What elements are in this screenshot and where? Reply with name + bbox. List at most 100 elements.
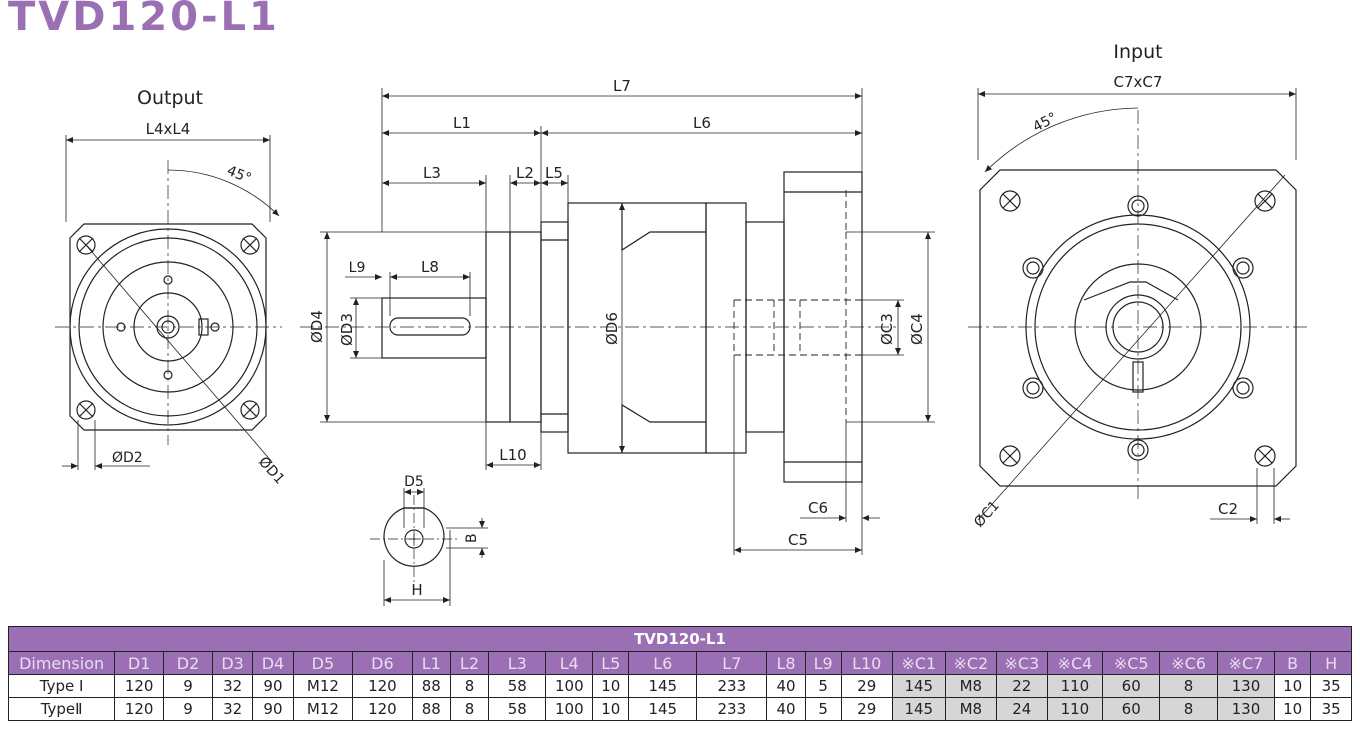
table-cell: 120: [352, 697, 413, 721]
dim-l10-label: L10: [499, 446, 526, 464]
table-cell: 22: [995, 674, 1048, 698]
column-header: L3: [488, 651, 547, 675]
dim-d5-label: D5: [404, 474, 424, 490]
dim-d2-label: ØD2: [112, 450, 143, 466]
column-header: L8: [766, 651, 806, 675]
column-header: ※C5: [1102, 651, 1161, 675]
dim-c5-label: C5: [788, 531, 808, 549]
table-cell: 110: [1046, 674, 1104, 698]
table-cell: 233: [696, 697, 768, 721]
table-cell: 10: [1274, 697, 1312, 721]
output-corner-holes: [76, 235, 260, 420]
dim-l2-label: L2: [516, 164, 534, 182]
table-cell: 9: [163, 674, 213, 698]
dim-c7xc7-label: C7xC7: [1114, 73, 1163, 91]
table-cell: 90: [252, 674, 294, 698]
dim-d6-label: ØD6: [603, 312, 621, 345]
table-cell: 90: [252, 697, 294, 721]
table-cell: 88: [411, 697, 451, 721]
table-cell: 29: [840, 697, 893, 721]
table-cell: 120: [114, 697, 165, 721]
row-label: Type I: [7, 674, 116, 698]
dim-l7-label: L7: [613, 77, 631, 95]
row-label: TypeⅡ: [7, 697, 116, 721]
dim-h-label: H: [411, 581, 422, 599]
table-cell: 32: [211, 697, 254, 721]
table-cell: M8: [944, 697, 997, 721]
table-cell: 8: [1159, 674, 1218, 698]
dim-d4-label: ØD4: [308, 310, 326, 343]
dim-c1-label: ØC1: [971, 498, 1003, 531]
table-cell: 88: [411, 674, 451, 698]
table-cell: 100: [545, 697, 594, 721]
table-cell: 120: [114, 674, 165, 698]
table-cell: 35: [1310, 697, 1352, 721]
table-cell: 32: [211, 674, 254, 698]
dim-l9-label: L9: [349, 260, 366, 276]
table-cell: M12: [292, 674, 354, 698]
table-model-title: TVD120-L1: [8, 626, 1352, 652]
input-corner-holes: [999, 190, 1276, 467]
table-cell: 58: [488, 697, 547, 721]
table-cell: 110: [1046, 697, 1104, 721]
column-header: L6: [628, 651, 698, 675]
column-header: L2: [449, 651, 490, 675]
dim-l1-label: L1: [453, 114, 471, 132]
table-cell: 120: [352, 674, 413, 698]
table-cell: 10: [1274, 674, 1312, 698]
table-cell: 29: [840, 674, 893, 698]
table-cell: 145: [891, 674, 946, 698]
column-header: ※C1: [891, 651, 946, 675]
column-header: B: [1274, 651, 1312, 675]
table-cell: 145: [628, 697, 698, 721]
column-header: ※C2: [944, 651, 997, 675]
table-cell: 40: [766, 674, 806, 698]
technical-drawing: Output L4xL4 45° ØD1: [55, 41, 1308, 606]
table-cell: 145: [628, 674, 698, 698]
dim-c2-label: C2: [1218, 500, 1238, 518]
column-header: ※C3: [995, 651, 1048, 675]
table-cell: 8: [449, 697, 490, 721]
table-cell: 233: [696, 674, 768, 698]
column-header: L7: [696, 651, 768, 675]
table-cell: 60: [1102, 697, 1161, 721]
table-cell: 5: [804, 697, 842, 721]
table-cell: 60: [1102, 674, 1161, 698]
table-cell: M12: [292, 697, 354, 721]
table-cell: 24: [995, 697, 1048, 721]
dim-d3-label: ØD3: [338, 313, 356, 346]
side-view: L7 L1 L6 L3 L2 L5: [300, 77, 935, 555]
table-cell: 5: [804, 674, 842, 698]
dim-c6-label: C6: [808, 499, 828, 517]
column-header: D3: [211, 651, 254, 675]
column-header: D4: [252, 651, 294, 675]
input-view-label: Input: [1113, 41, 1162, 63]
output-view: Output L4xL4 45° ØD1: [55, 87, 287, 488]
table-cell: 35: [1310, 674, 1352, 698]
table-cell: 10: [592, 697, 630, 721]
output-view-label: Output: [137, 87, 203, 109]
dim-b-label: B: [464, 533, 480, 543]
table-cell: 9: [163, 697, 213, 721]
column-header: D5: [292, 651, 354, 675]
dim-c4-label: ØC4: [908, 313, 926, 345]
table-cell: 145: [891, 697, 946, 721]
dim-d1-label: ØD1: [255, 454, 287, 488]
dim-l4xl4-label: L4xL4: [146, 120, 191, 138]
dim-l5-label: L5: [545, 164, 563, 182]
input-angle-label: 45°: [1030, 110, 1059, 136]
column-header: D1: [114, 651, 165, 675]
column-header: D2: [163, 651, 213, 675]
page-title: TVD120-L1: [8, 0, 280, 40]
column-header: D6: [352, 651, 413, 675]
table-cell: 40: [766, 697, 806, 721]
dim-l6-label: L6: [693, 114, 711, 132]
table-cell: 130: [1216, 697, 1276, 721]
table-cell: 10: [592, 674, 630, 698]
dim-l3-label: L3: [423, 164, 441, 182]
table-cell: 8: [449, 674, 490, 698]
column-header: L4: [545, 651, 594, 675]
column-header: ※C7: [1216, 651, 1276, 675]
table-cell: M8: [944, 674, 997, 698]
